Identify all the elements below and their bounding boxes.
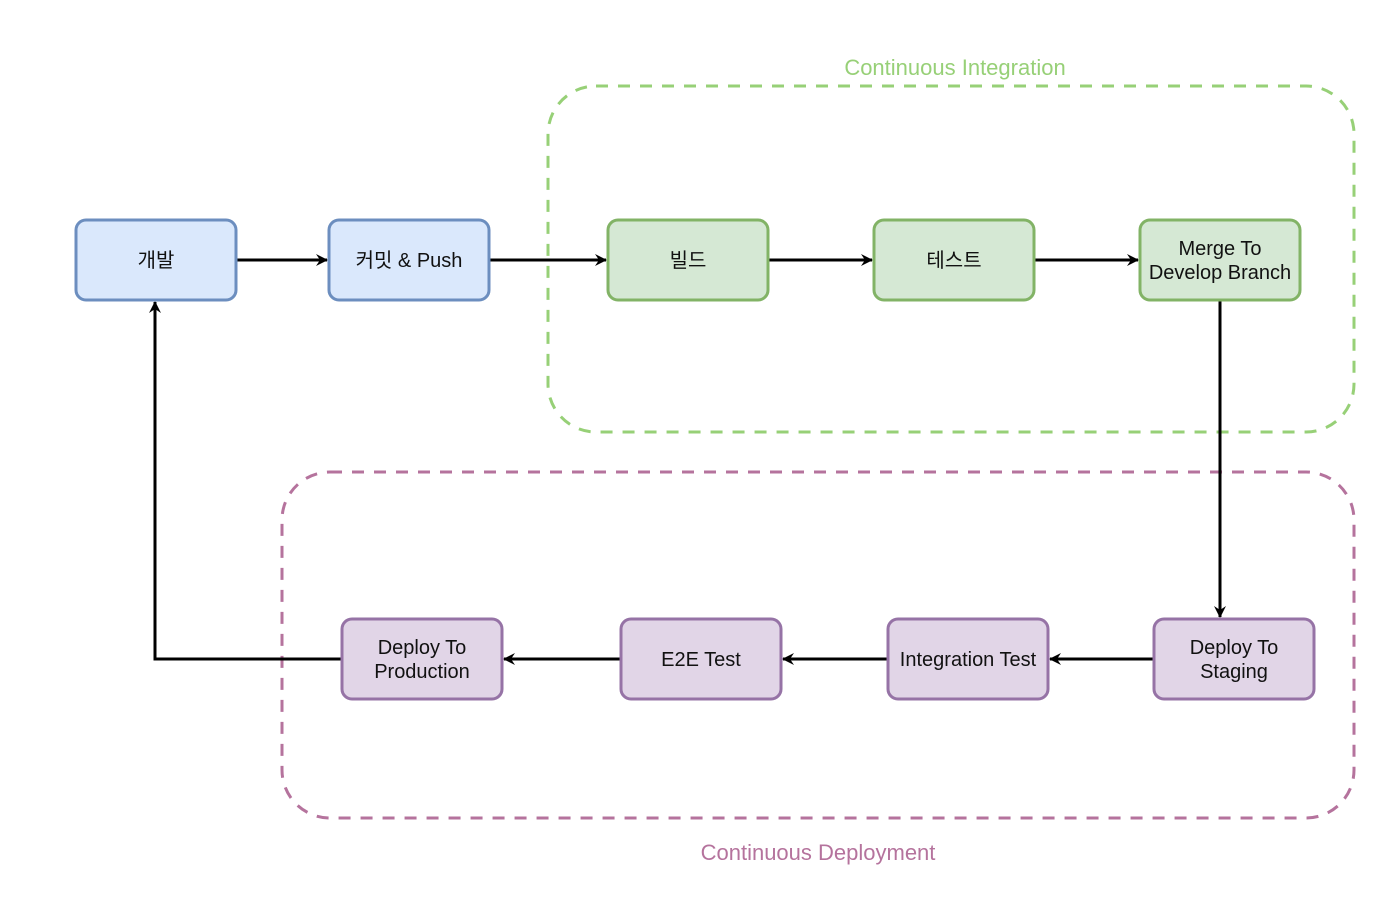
node-box-test[interactable] [872, 218, 1036, 302]
edges [149, 254, 1226, 665]
node-label-commit-push: 커밋 & Push [356, 249, 463, 272]
node-e2e-test[interactable]: E2E Test [619, 617, 783, 701]
node-label-build: 빌드 [670, 249, 707, 272]
node-test[interactable]: 테스트 [872, 218, 1036, 302]
node-integration-test[interactable]: Integration Test [886, 617, 1050, 701]
node-box-integration-test[interactable] [886, 617, 1050, 701]
continuous-deployment-group [280, 470, 1356, 820]
edge-deploy-production-to-develop [149, 301, 342, 661]
node-box-develop[interactable] [74, 218, 238, 302]
node-label-e2e-test: E2E Test [661, 649, 741, 671]
node-box-deploy-staging[interactable] [1152, 617, 1316, 701]
node-box-merge[interactable] [1138, 218, 1302, 302]
node-label-deploy-production-line-2: Production [374, 661, 470, 683]
node-box-e2e-test[interactable] [619, 617, 783, 701]
node-box-build[interactable] [606, 218, 770, 302]
node-label-deploy-staging-line-2: Staging [1200, 661, 1268, 683]
node-build[interactable]: 빌드 [606, 218, 770, 302]
node-box-commit-push[interactable] [327, 218, 491, 302]
continuous-integration-title: Continuous Integration [844, 55, 1065, 80]
node-label-deploy-staging-line-1: Deploy To [1190, 637, 1279, 659]
node-label-integration-test: Integration Test [900, 649, 1037, 671]
continuous-deployment-title: Continuous Deployment [701, 840, 936, 865]
node-label-deploy-production-line-1: Deploy To [378, 637, 467, 659]
continuous-integration-group [546, 84, 1356, 434]
node-commit-push[interactable]: 커밋 & Push [327, 218, 491, 302]
node-label-develop: 개발 [138, 249, 175, 272]
node-label-merge-line-2: Develop Branch [1149, 262, 1291, 284]
node-label-merge-line-1: Merge To [1178, 238, 1261, 260]
node-develop[interactable]: 개발 [74, 218, 238, 302]
node-box-deploy-production[interactable] [340, 617, 504, 701]
node-label-test: 테스트 [926, 249, 981, 272]
